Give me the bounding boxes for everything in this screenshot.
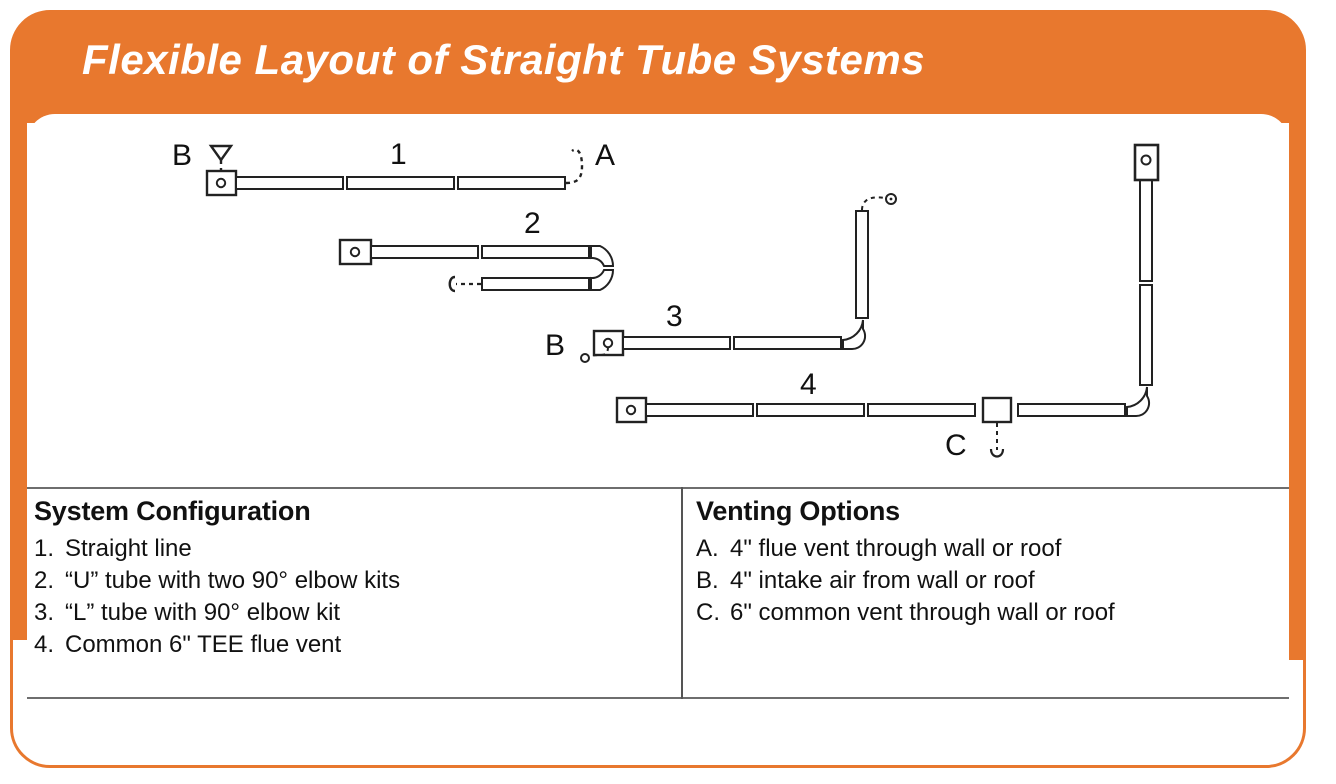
label-row3-number: 3	[666, 300, 683, 333]
list-item: 2. “U” tube with two 90° elbow kits	[34, 565, 674, 597]
legend-list-system-configuration: 1. Straight line 2. “U” tube with two 90…	[34, 533, 674, 662]
page-title: Flexible Layout of Straight Tube Systems	[82, 36, 926, 83]
list-item-text: 4" flue vent through wall or roof	[730, 535, 1062, 562]
list-item: C. 6" common vent through wall or roof	[696, 597, 1296, 629]
legend-list-venting-options: A. 4" flue vent through wall or roof B. …	[696, 533, 1296, 629]
legend-column-system-configuration: System Configuration 1. Straight line 2.…	[34, 496, 674, 662]
list-item-key: 3.	[34, 599, 55, 627]
legend-bottom-rule	[27, 697, 1289, 699]
label-row1-intake: B	[172, 139, 193, 172]
label-row4-number: 4	[800, 368, 817, 401]
list-item-key: 1.	[34, 535, 55, 562]
label-row3-intake: B	[545, 329, 566, 362]
label-row2-number: 2	[524, 207, 541, 240]
legend-column-divider	[681, 487, 683, 699]
page-border	[10, 10, 1306, 768]
legend-column-venting-options: Venting Options A. 4" flue vent through …	[696, 496, 1296, 629]
list-item-key: 2.	[34, 567, 55, 595]
label-row1-vent: A	[595, 139, 616, 172]
list-item: A. 4" flue vent through wall or roof	[696, 533, 1296, 565]
list-item-text: 6" common vent through wall or roof	[730, 599, 1115, 627]
label-row4-common-vent: C	[945, 429, 967, 462]
list-item: 3. “L” tube with 90° elbow kit	[34, 597, 674, 629]
list-item-text: “L” tube with 90° elbow kit	[65, 599, 341, 627]
frame-band-right	[1289, 100, 1305, 660]
legend-heading-system-configuration: System Configuration	[34, 496, 311, 526]
header-bar	[11, 11, 1305, 123]
label-row1-number: 1	[390, 138, 407, 171]
list-item-text: Straight line	[65, 535, 192, 562]
list-item: 1. Straight line	[34, 533, 674, 565]
content-panel	[27, 114, 1289, 734]
list-item: B. 4" intake air from wall or roof	[696, 565, 1296, 597]
list-item-text: “U” tube with two 90° elbow kits	[65, 567, 401, 595]
list-item: 4. Common 6" TEE flue vent	[34, 629, 674, 661]
frame-corner-mask	[13, 640, 73, 700]
list-item-text: 4" intake air from wall or roof	[730, 567, 1035, 595]
list-item-key: A.	[696, 535, 719, 562]
legend-top-rule	[27, 487, 1289, 489]
frame-band-left	[11, 100, 27, 660]
legend-heading-venting-options: Venting Options	[696, 496, 900, 526]
list-item-text: Common 6" TEE flue vent	[65, 631, 342, 659]
list-item-key: 4.	[34, 631, 55, 659]
list-item-key: B.	[696, 567, 719, 595]
list-item-key: C.	[696, 599, 720, 627]
